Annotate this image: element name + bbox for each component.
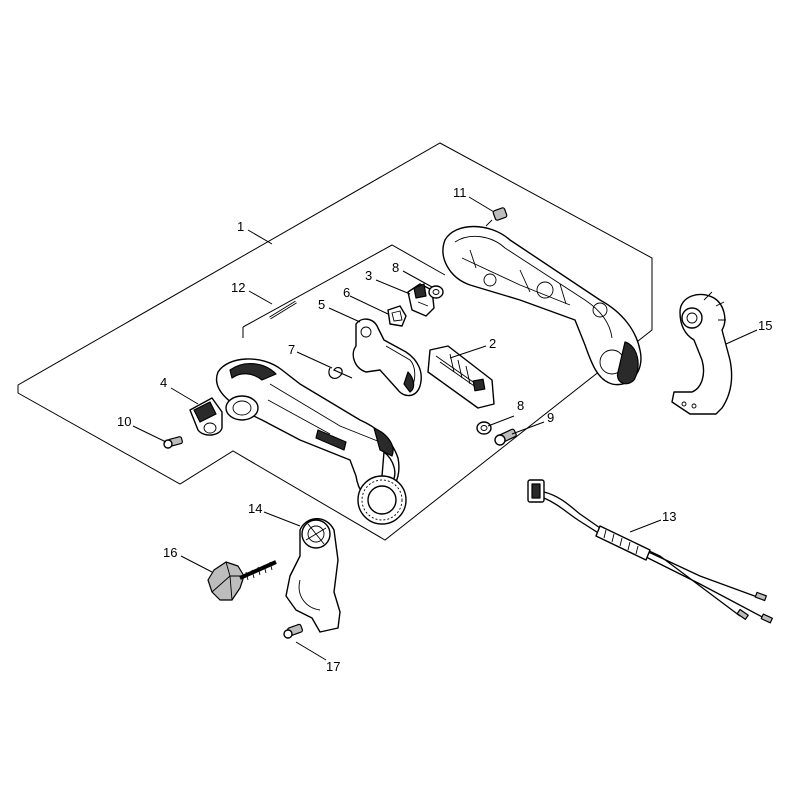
callout-2: 2 bbox=[489, 336, 496, 351]
clip-6 bbox=[387, 305, 407, 327]
leader-lines bbox=[132, 196, 758, 661]
callout-11: 11 bbox=[453, 185, 467, 200]
bracket-15 bbox=[671, 291, 733, 415]
switch-plate-2 bbox=[427, 345, 495, 409]
knob-16 bbox=[207, 560, 277, 601]
assembly-boundary bbox=[17, 142, 653, 541]
callout-3: 3 bbox=[365, 268, 372, 283]
callout-8a: 8 bbox=[392, 260, 399, 275]
callout-9: 9 bbox=[547, 410, 554, 425]
callout-13: 13 bbox=[662, 509, 676, 524]
callout-4: 4 bbox=[160, 375, 167, 390]
callout-15: 15 bbox=[758, 318, 772, 333]
callout-10: 10 bbox=[117, 414, 131, 429]
pin-12 bbox=[269, 300, 297, 320]
spring-7 bbox=[328, 366, 353, 380]
screw-17 bbox=[283, 623, 303, 639]
callout-17: 17 bbox=[326, 659, 340, 674]
callout-7: 7 bbox=[288, 342, 295, 357]
gear-ring bbox=[357, 475, 407, 525]
screw-10 bbox=[163, 436, 183, 449]
callout-5: 5 bbox=[318, 297, 325, 312]
sub-assembly-boundary bbox=[242, 244, 446, 328]
callout-1: 1 bbox=[237, 219, 244, 234]
handle-half-right bbox=[442, 225, 642, 386]
bracket-14 bbox=[285, 518, 341, 633]
screw-11 bbox=[485, 207, 508, 227]
wiring-harness-13 bbox=[527, 479, 773, 624]
bolt-9 bbox=[494, 428, 517, 446]
callout-8b: 8 bbox=[517, 398, 524, 413]
callout-12: 12 bbox=[231, 280, 245, 295]
nut-8-upper bbox=[428, 285, 444, 299]
nut-8-lower bbox=[476, 421, 492, 435]
grip-pad-4 bbox=[189, 397, 223, 436]
trigger-5 bbox=[352, 318, 422, 397]
callout-6: 6 bbox=[343, 285, 350, 300]
callout-14: 14 bbox=[248, 501, 262, 516]
callout-16: 16 bbox=[163, 545, 177, 560]
bracket-3 bbox=[407, 283, 435, 317]
